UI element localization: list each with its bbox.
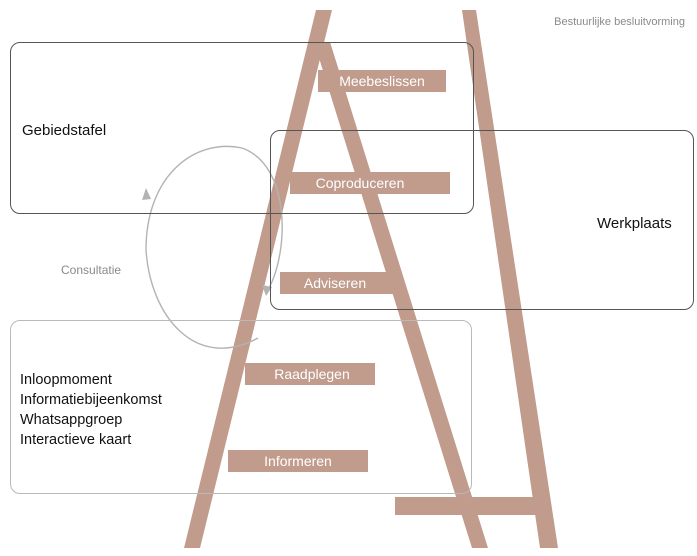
arrowhead-up: [142, 188, 151, 200]
rung-informeren: [228, 450, 368, 472]
tool-item: Informatiebijeenkomst: [20, 392, 162, 408]
rung-coproduceren: [290, 172, 450, 194]
ladder-right-leg: [314, 42, 488, 548]
bestuurlijke-besluitvorming-label: Bestuurlijke besluitvorming: [554, 16, 685, 28]
rung-label-raadplegen: Raadplegen: [274, 366, 350, 382]
rung-meebeslissen: [318, 70, 446, 92]
rung-label-informeren: Informeren: [264, 453, 332, 469]
consultatie-loop-arrow: [145, 145, 283, 349]
ladder-bottom-beam: [395, 497, 545, 515]
consultatie-tools-box: [10, 320, 472, 494]
rung-label-meebeslissen: Meebeslissen: [339, 73, 425, 89]
rung-raadplegen: [245, 363, 375, 385]
rung-adviseren: [280, 272, 395, 294]
gebiedstafel-box: [10, 42, 474, 214]
consultation-tools-list: Inloopmoment Informatiebijeenkomst Whats…: [20, 370, 162, 450]
werkplaats-box: [270, 130, 694, 310]
consultatie-label: Consultatie: [61, 263, 122, 277]
arrowhead-down: [262, 285, 272, 296]
werkplaats-label: Werkplaats: [597, 215, 672, 232]
gebiedstafel-label: Gebiedstafel: [22, 122, 107, 139]
tool-item: Whatsappgroep: [20, 412, 123, 428]
tool-item: Inloopmoment: [20, 372, 112, 388]
ladder-back-leg: [462, 10, 558, 548]
rung-label-adviseren: Adviseren: [304, 275, 366, 291]
rung-label-coproduceren: Coproduceren: [316, 175, 405, 191]
tool-item: Interactieve kaart: [20, 432, 132, 448]
ladder-left-leg: [184, 10, 332, 548]
